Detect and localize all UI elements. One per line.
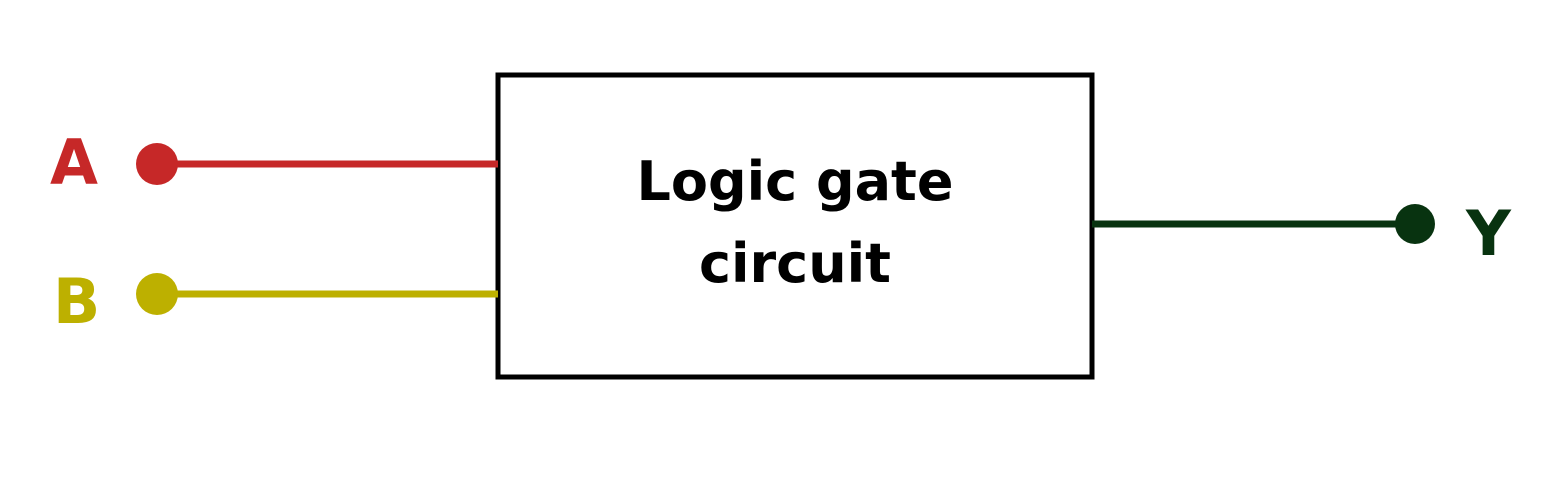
input-b-terminal [136,273,178,315]
input-b-label: B [53,265,101,338]
logic-block-label: Logic gate circuit [498,75,1092,377]
output-y-label: Y [1466,197,1511,270]
input-a-label: A [50,126,98,199]
logic-block-label-line1: Logic gate [636,150,954,213]
output-y-terminal [1395,204,1435,244]
logic-block-label-line2: circuit [699,232,891,295]
input-a-terminal [136,143,178,185]
